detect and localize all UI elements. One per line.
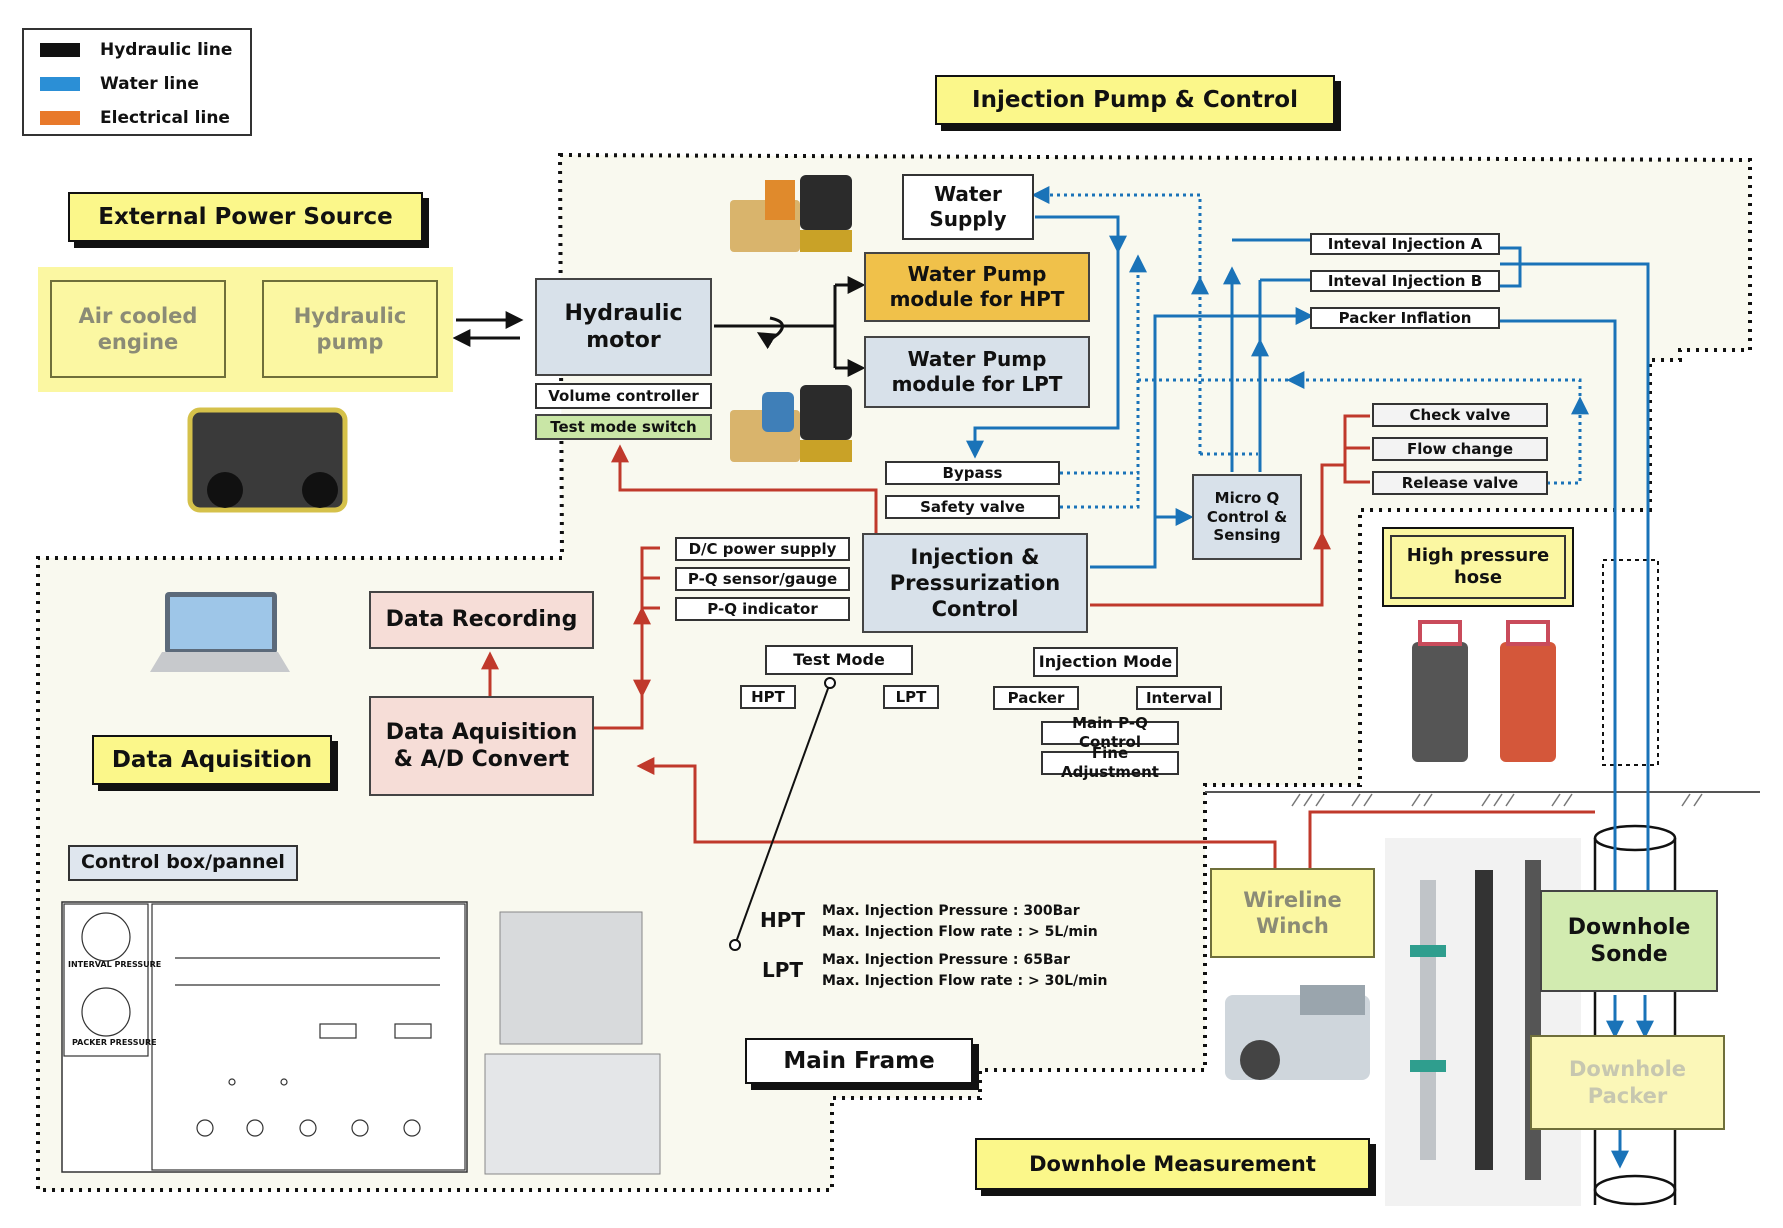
test-mode-selector [729,677,836,951]
main-pq-control: Main P-Q Control [1041,714,1179,751]
pq-indicator: P-Q indicator [675,597,850,621]
high-pressure-hose: High pressure hose [1390,535,1566,599]
laptop-photo [150,592,290,672]
spec-hpt-line1: Max. Injection Pressure : 300Bar [822,903,1080,919]
micro-q-control: Micro Q Control & Sensing [1192,474,1302,560]
hydraulic-pump: Hydraulic pump [262,280,438,378]
water-supply: Water Supply [902,174,1034,240]
engine-photo [187,407,348,513]
legend-label: Hydraulic line [100,40,233,60]
hose-dashed-frame [1602,559,1659,766]
flow-change: Flow change [1372,437,1548,461]
legend-swatch [40,43,80,57]
interval-injection-a: Inteval Injection A [1310,233,1500,255]
volume-controller: Volume controller [535,383,712,409]
wireline-winch: Wireline Winch [1210,868,1375,958]
electrical-lines [481,414,1595,872]
hydraulic-lines [452,276,866,377]
title-external-power-source: External Power Source [68,192,423,242]
water-dotted-lines [1031,186,1589,509]
data-recording: Data Recording [369,591,594,649]
water-lines [966,215,1654,1169]
lpt-pump-photo [730,385,852,462]
legend-item-electrical: Electrical line [40,108,230,128]
air-cooled-engine: Air cooled engine [50,280,226,378]
packer-option[interactable]: Packer [993,686,1079,710]
injection-mode-label: Injection Mode [1033,647,1178,677]
pq-sensor-gauge: P-Q sensor/gauge [675,567,850,591]
controlbox-photos [484,911,661,1175]
hydraulic-motor: Hydraulic motor [535,278,712,376]
spec-hpt-line2: Max. Injection Flow rate : > 5L/min [822,924,1098,940]
spec-lpt-line1: Max. Injection Pressure : 65Bar [822,952,1070,968]
fine-adjustment: Fine Adjustment [1041,744,1179,781]
legend-item-water: Water line [40,74,199,94]
dc-power-supply: D/C power supply [675,537,850,561]
legend: Hydraulic line Water line Electrical lin… [22,28,252,136]
legend-item-hydraulic: Hydraulic line [40,40,232,60]
downhole-packer: Downhole Packer [1530,1035,1725,1130]
water-pump-hpt: Water Pump module for HPT [864,252,1090,322]
borehole [1593,824,1677,1206]
water-pump-lpt: Water Pump module for LPT [864,336,1090,408]
title-data-aquisition: Data Aquisition [92,735,332,785]
bypass: Bypass [885,461,1060,485]
data-aquisition-convert: Data Aquisition & A/D Convert [369,696,594,796]
legend-label: Electrical line [100,108,230,128]
hpt-pump-photo [730,175,852,252]
lpt-option[interactable]: LPT [883,685,939,709]
test-mode-label: Test Mode [765,645,913,675]
safety-valve: Safety valve [885,495,1060,519]
spec-lpt-line2: Max. Injection Flow rate : > 30L/min [822,973,1108,989]
winch-photo [1225,985,1370,1080]
injection-pressurization-control: Injection & Pressurization Control [862,533,1088,633]
legend-label: Water line [100,74,199,94]
hose-photos [1412,620,1556,762]
ground-hatch [1291,793,1703,807]
title-downhole-measurement: Downhole Measurement [975,1138,1370,1190]
title-injection-pump-control: Injection Pump & Control [935,75,1335,125]
legend-swatch [40,77,80,91]
interval-injection-b: Inteval Injection B [1310,270,1500,292]
legend-swatch [40,111,80,125]
interval-option[interactable]: Interval [1136,686,1222,710]
check-valve: Check valve [1372,403,1548,427]
control-panel-sketch [61,901,468,1173]
spec-hpt-label: HPT [760,908,806,932]
downhole-sonde: Downhole Sonde [1540,890,1718,992]
packer-inflation: Packer Inflation [1310,307,1500,329]
test-mode-switch[interactable]: Test mode switch [535,414,712,440]
spec-lpt-label: LPT [762,958,804,982]
title-main-frame: Main Frame [745,1038,973,1084]
release-valve: Release valve [1372,471,1548,495]
hpt-option[interactable]: HPT [740,685,796,709]
panel-packer-pressure-label: PACKER PRESSURE [72,1038,157,1047]
panel-interval-pressure-label: INTERVAL PRESSURE [68,960,162,969]
title-control-box: Control box/pannel [68,845,298,881]
